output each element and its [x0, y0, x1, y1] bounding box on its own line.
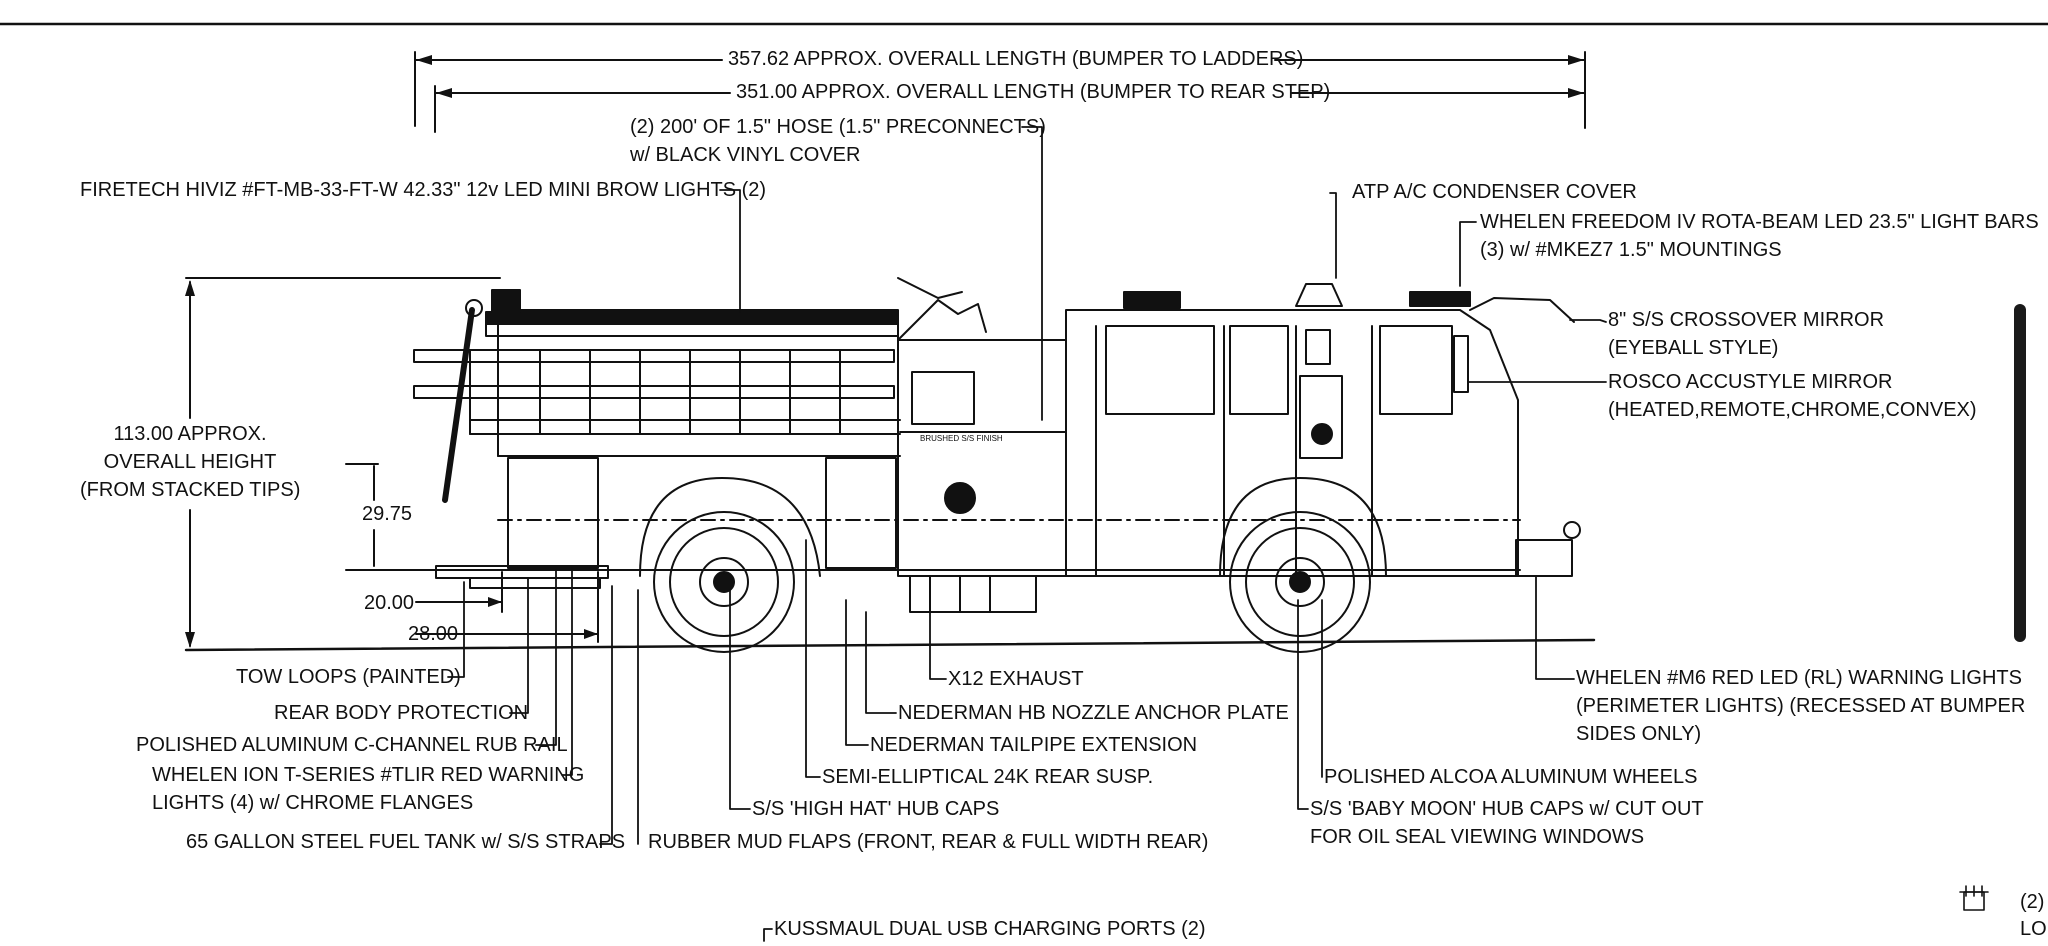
overall-length-dimensions — [414, 51, 1586, 133]
rear-body-protection-label: REAR BODY PROTECTION — [274, 702, 529, 724]
overall-height-label: 113.00 APPROX. OVERALL HEIGHT (FROM STAC… — [80, 420, 300, 504]
rub-rail-label: POLISHED ALUMINUM C-CHANNEL RUB RAIL — [136, 734, 568, 756]
alcoa-wheels-label: POLISHED ALCOA ALUMINUM WHEELS — [1324, 766, 1698, 788]
crossover-mirror-label-line-1: 8" S/S CROSSOVER MIRROR — [1608, 309, 1885, 331]
light-bars-label-line-2: (3) w/ #MKEZ7 1.5" MOUNTINGS — [1480, 239, 1782, 261]
rear-wheel — [653, 511, 795, 653]
brushed-finish-label: BRUSHED S/S FINISH — [920, 434, 1003, 443]
whelen-m6-label-line-1: WHELEN #M6 RED LED (RL) WARNING LIGHTS — [1576, 667, 2022, 689]
fuel-tank-label: 65 GALLON STEEL FUEL TANK w/ S/S STRAPS — [186, 831, 626, 853]
hose-label-line-1: (2) 200' OF 1.5" HOSE (1.5" PRECONNECTS) — [630, 116, 1046, 138]
fire-truck-body — [413, 277, 1581, 613]
whelen-ion-label-line-1: WHELEN ION T-SERIES #TLIR RED WARNING — [152, 764, 585, 786]
nederman-anchor-plate-label: NEDERMAN HB NOZZLE ANCHOR PLATE — [898, 702, 1289, 724]
baby-moon-label-line-2: FOR OIL SEAL VIEWING WINDOWS — [1310, 826, 1645, 848]
brow-lights-label: FIRETECH HIVIZ #FT-MB-33-FT-W 42.33" 12v… — [80, 179, 767, 201]
hose-label: (2) 200' OF 1.5" HOSE (1.5" PRECONNECTS)… — [630, 113, 1046, 169]
overall-length-ladders-label: 357.62 APPROX. OVERALL LENGTH (BUMPER TO… — [728, 48, 1304, 70]
edge-quantity-label: (2) — [2020, 891, 2045, 913]
whelen-m6-label-line-3: SIDES ONLY) — [1576, 723, 1702, 745]
rosco-mirror-label-line-2: (HEATED,REMOTE,CHROME,CONVEX) — [1608, 399, 1977, 421]
whelen-ion-label-line-2: LIGHTS (4) w/ CHROME FLANGES — [152, 792, 474, 814]
whelen-m6-label: WHELEN #M6 RED LED (RL) WARNING LIGHTS (… — [1576, 664, 2025, 748]
dimension-29-75: 29.75 — [362, 503, 413, 525]
baby-moon-label-line-1: S/S 'BABY MOON' HUB CAPS w/ CUT OUT — [1310, 798, 1704, 820]
whelen-ion-label: WHELEN ION T-SERIES #TLIR RED WARNING LI… — [152, 761, 584, 817]
overall-height-label-line-2: OVERALL HEIGHT — [103, 451, 277, 473]
crossover-mirror-label-line-2: (EYEBALL STYLE) — [1608, 337, 1779, 359]
ground-line — [184, 638, 1596, 652]
dimension-20-00: 20.00 — [364, 592, 415, 614]
rosco-mirror-label-line-1: ROSCO ACCUSTYLE MIRROR — [1608, 371, 1893, 393]
rear-suspension-label: SEMI-ELLIPTICAL 24K REAR SUSP. — [822, 766, 1154, 788]
dimension-28-00: 28.00 — [408, 623, 459, 645]
overall-height-label-line-3: (FROM STACKED TIPS) — [80, 479, 301, 501]
crossover-mirror-label: 8" S/S CROSSOVER MIRROR (EYEBALL STYLE) — [1608, 306, 1884, 362]
overall-length-rear-step-label: 351.00 APPROX. OVERALL LENGTH (BUMPER TO… — [736, 81, 1331, 103]
rosco-mirror-label: ROSCO ACCUSTYLE MIRROR (HEATED,REMOTE,CH… — [1608, 368, 1977, 424]
usb-port-icon — [1959, 885, 1989, 911]
tow-loops-label: TOW LOOPS (PAINTED) — [236, 666, 461, 688]
baby-moon-hub-caps-label: S/S 'BABY MOON' HUB CAPS w/ CUT OUT FOR … — [1310, 795, 1704, 851]
mud-flaps-label: RUBBER MUD FLAPS (FRONT, REAR & FULL WID… — [648, 831, 1209, 853]
callout-leaders — [447, 126, 1607, 942]
whelen-m6-label-line-2: (PERIMETER LIGHTS) (RECESSED AT BUMPER — [1576, 695, 2026, 717]
vertical-scrollbar-thumb[interactable] — [2014, 304, 2026, 642]
nederman-tailpipe-label: NEDERMAN TAILPIPE EXTENSION — [870, 734, 1198, 756]
x12-exhaust-label: X12 EXHAUST — [948, 668, 1084, 690]
usb-charging-ports-label: KUSSMAUL DUAL USB CHARGING PORTS (2) — [774, 918, 1206, 940]
high-hat-hub-caps-label: S/S 'HIGH HAT' HUB CAPS — [752, 798, 1000, 820]
overall-height-label-line-1: 113.00 APPROX. — [113, 423, 267, 445]
front-wheel — [1229, 511, 1371, 653]
edge-cutoff-label: LO — [2020, 918, 2047, 940]
hose-label-line-2: w/ BLACK VINYL COVER — [630, 144, 861, 166]
light-bars-label: WHELEN FREEDOM IV ROTA-BEAM LED 23.5" LI… — [1480, 208, 2039, 264]
ac-condenser-cover-label: ATP A/C CONDENSER COVER — [1352, 181, 1637, 203]
overall-height-dimension — [185, 277, 501, 648]
light-bars-label-line-1: WHELEN FREEDOM IV ROTA-BEAM LED 23.5" LI… — [1480, 211, 2039, 233]
